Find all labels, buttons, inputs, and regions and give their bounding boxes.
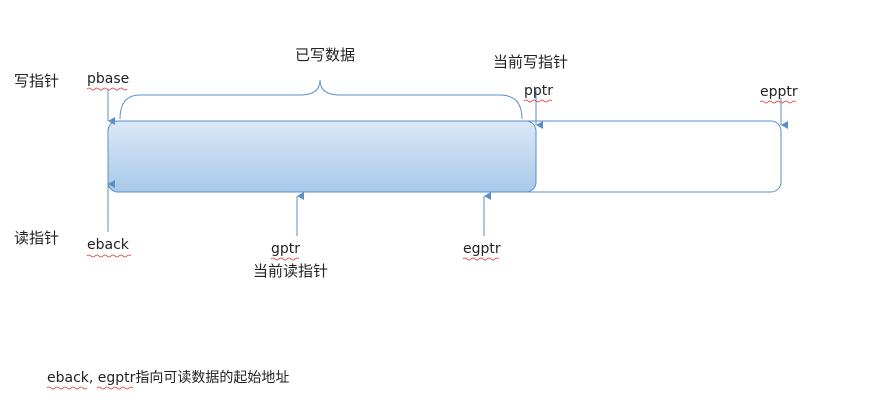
spellcheck-gptr xyxy=(270,257,300,261)
write-pointer-label: 写指针 xyxy=(14,72,60,90)
written-data-label: 已写数据 xyxy=(295,46,356,64)
written-data-brace xyxy=(119,79,523,120)
eback-label: eback xyxy=(87,237,129,253)
current-write-pointer-label: 当前写指针 xyxy=(493,53,569,71)
spellcheck-epptr xyxy=(759,100,797,104)
pbase-label: pbase xyxy=(87,71,130,87)
pptr-label: pptr xyxy=(524,83,554,99)
spellcheck-egptr xyxy=(462,257,500,261)
read-pointer-label: 读指针 xyxy=(14,229,60,247)
spellcheck-pptr xyxy=(523,99,553,103)
note-text: eback, egptr指向可读数据的起始地址 xyxy=(47,370,290,386)
epptr-label: epptr xyxy=(760,84,798,100)
gptr-label: gptr xyxy=(271,241,301,257)
egptr-label: egptr xyxy=(463,241,501,257)
current-read-pointer-label: 当前读指针 xyxy=(253,262,329,280)
spellcheck-eback xyxy=(86,254,132,258)
spellcheck-pbase xyxy=(86,87,128,91)
buffer-written-region xyxy=(107,120,537,193)
spellcheck-note xyxy=(46,386,134,390)
